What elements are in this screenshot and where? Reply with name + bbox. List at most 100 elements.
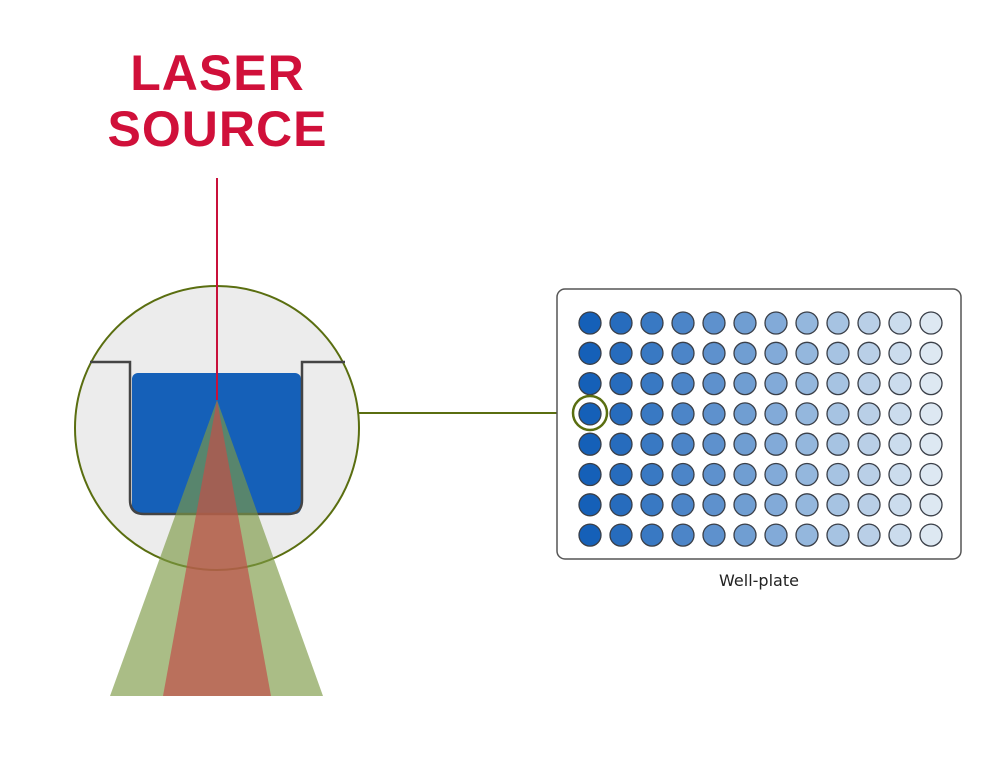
well: [702, 311, 726, 335]
red-light-cone: [163, 400, 271, 696]
well: [888, 402, 912, 426]
well: [671, 493, 695, 517]
well: [795, 462, 819, 487]
well: [733, 311, 757, 335]
well: [702, 402, 726, 426]
well: [640, 462, 664, 487]
well: [609, 402, 633, 426]
well: [826, 493, 850, 517]
well: [733, 402, 757, 426]
well: [702, 371, 726, 396]
well: [826, 432, 850, 456]
well: [702, 341, 726, 365]
well: [671, 402, 695, 426]
well: [671, 311, 695, 335]
well: [764, 341, 788, 365]
well: [578, 523, 602, 547]
well: [919, 432, 943, 456]
well: [578, 371, 602, 396]
well-plate-label: Well-plate: [719, 571, 799, 590]
well: [764, 311, 788, 335]
well: [764, 371, 788, 396]
well: [919, 311, 943, 335]
well: [888, 432, 912, 456]
well: [609, 432, 633, 456]
well: [857, 523, 881, 547]
title-line-1: LASER: [130, 45, 305, 101]
well: [733, 432, 757, 456]
well: [609, 371, 633, 396]
well-grid: [578, 311, 943, 547]
well: [795, 402, 819, 426]
well: [671, 462, 695, 487]
well: [578, 432, 602, 456]
well: [795, 432, 819, 456]
well: [733, 371, 757, 396]
well: [826, 311, 850, 335]
well: [826, 462, 850, 487]
well: [764, 523, 788, 547]
well: [795, 311, 819, 335]
title-line-2: SOURCE: [107, 101, 328, 157]
well: [919, 523, 943, 547]
well: [733, 523, 757, 547]
well: [919, 341, 943, 365]
well: [671, 432, 695, 456]
well: [640, 311, 664, 335]
well: [702, 432, 726, 456]
well: [826, 523, 850, 547]
well: [609, 493, 633, 517]
well: [764, 462, 788, 487]
highlighted-well-ring: [571, 394, 609, 432]
well: [795, 341, 819, 365]
well: [857, 371, 881, 396]
well: [764, 493, 788, 517]
well: [578, 341, 602, 365]
well: [857, 341, 881, 365]
well: [888, 311, 912, 335]
well: [640, 371, 664, 396]
well: [826, 341, 850, 365]
well: [578, 462, 602, 487]
well: [671, 341, 695, 365]
well: [857, 432, 881, 456]
well: [857, 311, 881, 335]
well: [888, 523, 912, 547]
well: [857, 462, 881, 487]
well: [764, 432, 788, 456]
well: [578, 493, 602, 517]
well: [578, 311, 602, 335]
well: [919, 462, 943, 487]
well: [888, 371, 912, 396]
well: [733, 341, 757, 365]
well: [795, 493, 819, 517]
well: [609, 341, 633, 365]
well: [640, 493, 664, 517]
well: [857, 493, 881, 517]
well: [919, 402, 943, 426]
well: [609, 311, 633, 335]
well: [671, 371, 695, 396]
well: [733, 462, 757, 487]
well: [919, 371, 943, 396]
well: [702, 523, 726, 547]
well: [640, 432, 664, 456]
well: [888, 462, 912, 487]
well: [888, 493, 912, 517]
well: [640, 523, 664, 547]
well: [702, 493, 726, 517]
well: [609, 462, 633, 487]
well: [888, 341, 912, 365]
well: [609, 523, 633, 547]
well: [671, 523, 695, 547]
laser-source-title: LASER SOURCE: [60, 45, 375, 157]
well: [733, 493, 757, 517]
well: [578, 402, 602, 426]
well: [919, 493, 943, 517]
well: [795, 523, 819, 547]
well: [764, 402, 788, 426]
well: [857, 402, 881, 426]
well: [795, 371, 819, 396]
well: [826, 402, 850, 426]
